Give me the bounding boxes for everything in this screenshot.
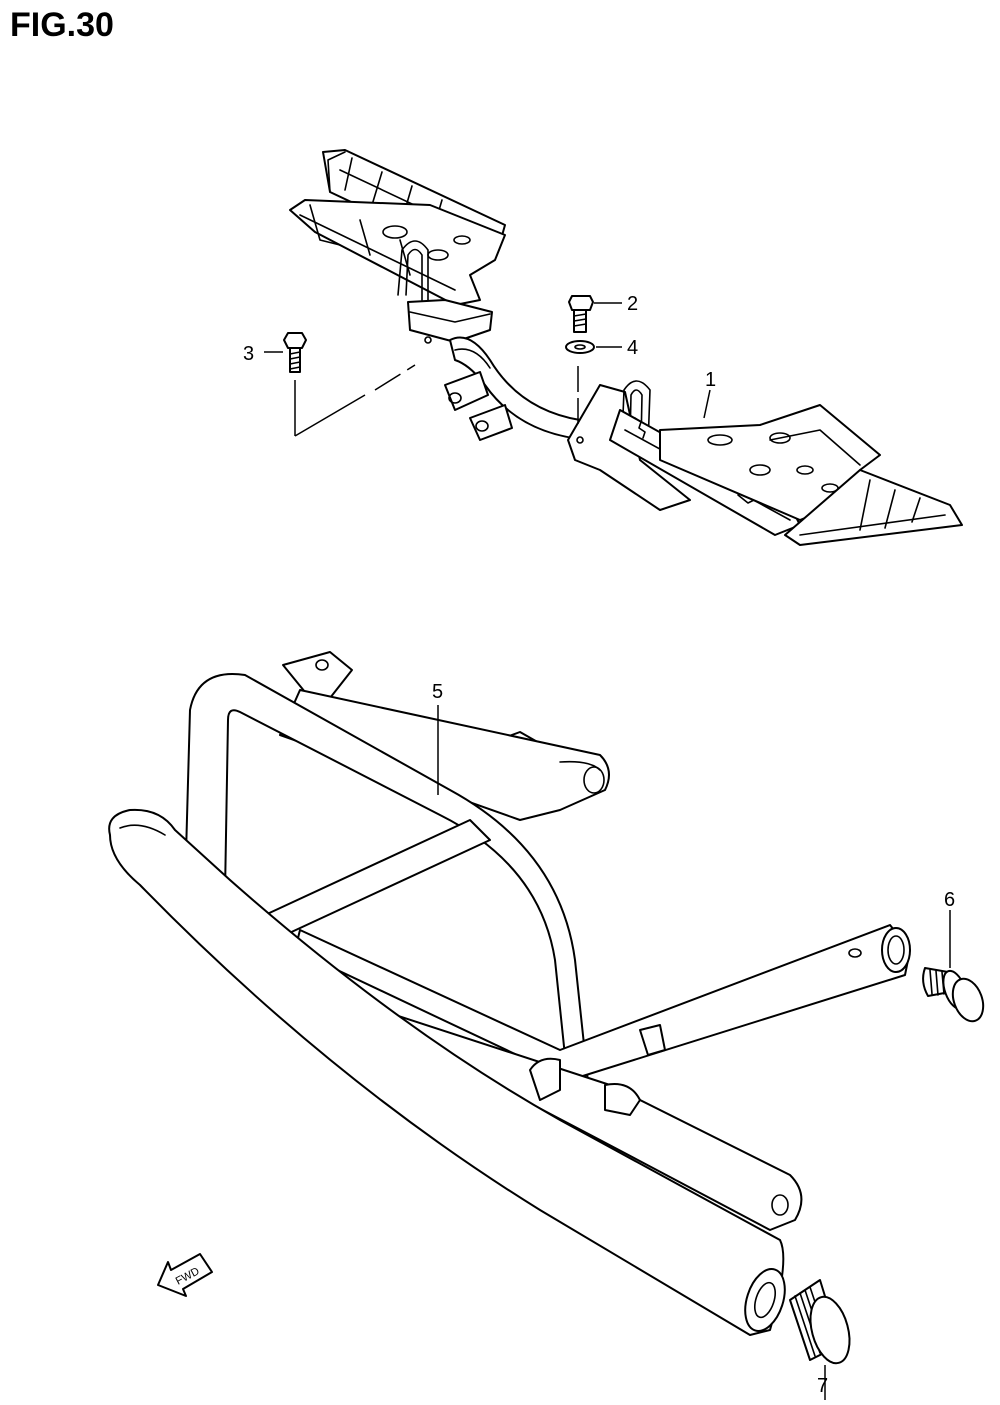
arrow-left-icon (157, 1253, 213, 1297)
callout-labels: 2 4 3 1 5 6 (243, 293, 955, 911)
front-guard-bar[interactable] (108, 651, 911, 1336)
callout-4: 4 (627, 337, 638, 359)
callout-1: 1 (705, 369, 716, 391)
callout-2: 2 (627, 293, 638, 315)
end-cap-plug-7[interactable] (789, 1279, 856, 1368)
callout-3: 3 (243, 343, 254, 365)
fwd-direction-marker: FWD (157, 1253, 213, 1297)
callout-6: 6 (944, 889, 955, 911)
bolt-3[interactable] (283, 332, 307, 373)
callout-7: 7 (817, 1375, 829, 1397)
leader-lines-upper (264, 302, 711, 437)
leader-lines-lower (437, 705, 951, 1400)
washer-4[interactable] (565, 340, 595, 354)
figure-title: FIG.30 (10, 6, 114, 44)
callout-5: 5 (432, 681, 443, 703)
bolt-2[interactable] (568, 295, 594, 333)
flange-bolt-6[interactable] (922, 967, 989, 1026)
footrest-assembly[interactable] (289, 149, 963, 546)
